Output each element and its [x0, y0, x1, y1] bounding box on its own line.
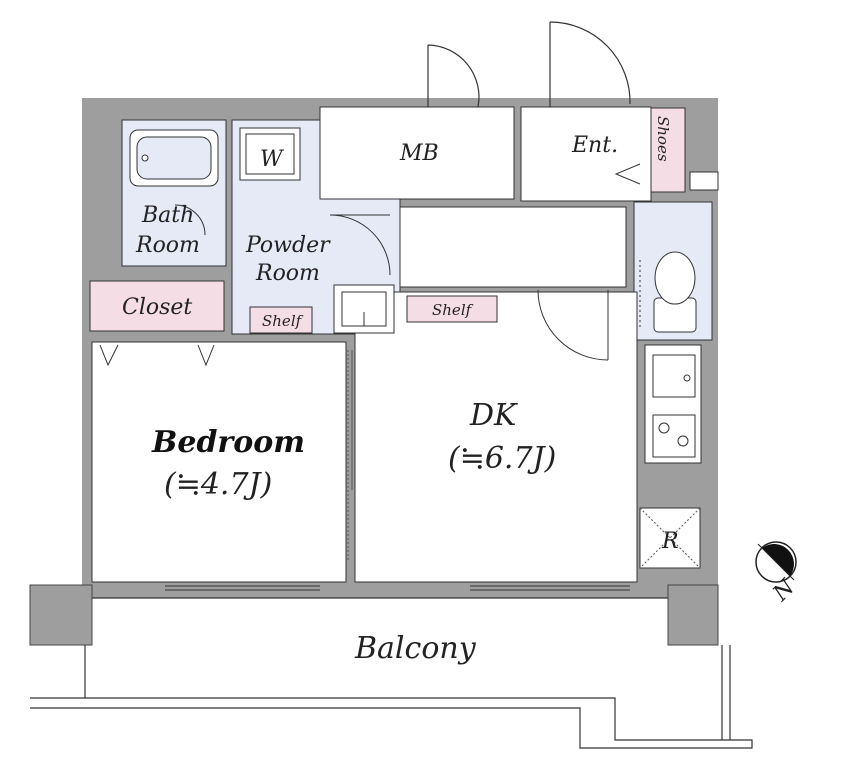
entrance-step — [614, 163, 641, 185]
left-column — [29, 584, 93, 646]
interior-doors — [174, 204, 609, 361]
bedroom-name: Bedroom — [151, 425, 305, 460]
kitchen-fixtures — [652, 354, 696, 458]
right-column — [667, 584, 719, 646]
sliding-partition — [347, 350, 353, 560]
bath-label-1: Bath — [141, 203, 194, 228]
mb-room — [319, 106, 515, 200]
shelf-hall-label: Shelf — [432, 301, 474, 319]
entrance-hatch — [689, 171, 719, 191]
balcony-outline — [30, 597, 753, 749]
shoes-cabinet — [650, 107, 686, 193]
fridge-space — [639, 507, 701, 569]
mb-label: MB — [399, 141, 439, 166]
shelf-powder-label: Shelf — [262, 312, 304, 330]
compass-icon — [755, 541, 797, 583]
dk-name: DK — [469, 398, 518, 433]
powder-label-1: Powder — [245, 233, 331, 258]
wash-basin — [333, 284, 395, 334]
shoes-label: Shoes — [654, 116, 672, 162]
shelf-powder — [249, 306, 313, 334]
closet — [89, 280, 225, 332]
washer-label: W — [260, 147, 285, 172]
bedroom — [91, 341, 347, 583]
closet-label: Closet — [122, 295, 192, 320]
bath-label-2: Room — [135, 233, 200, 258]
balcony-windows — [165, 585, 630, 591]
entrance-doors — [427, 21, 631, 108]
washer — [239, 127, 301, 181]
dk-room — [354, 291, 638, 583]
balcony-label: Balcony — [354, 631, 477, 666]
bathtub — [129, 129, 219, 187]
entrance — [520, 106, 652, 202]
powder-label-2: Room — [255, 261, 320, 286]
toilet-fixture — [639, 251, 697, 333]
fridge-label: R — [661, 529, 679, 554]
bedroom-size: (≒4.7J) — [164, 467, 272, 502]
shelf-hall — [406, 295, 498, 323]
entrance-label: Ent. — [571, 133, 618, 158]
dk-size: (≒6.7J) — [448, 441, 556, 476]
closet-doors — [99, 344, 215, 367]
hallway — [399, 206, 627, 288]
